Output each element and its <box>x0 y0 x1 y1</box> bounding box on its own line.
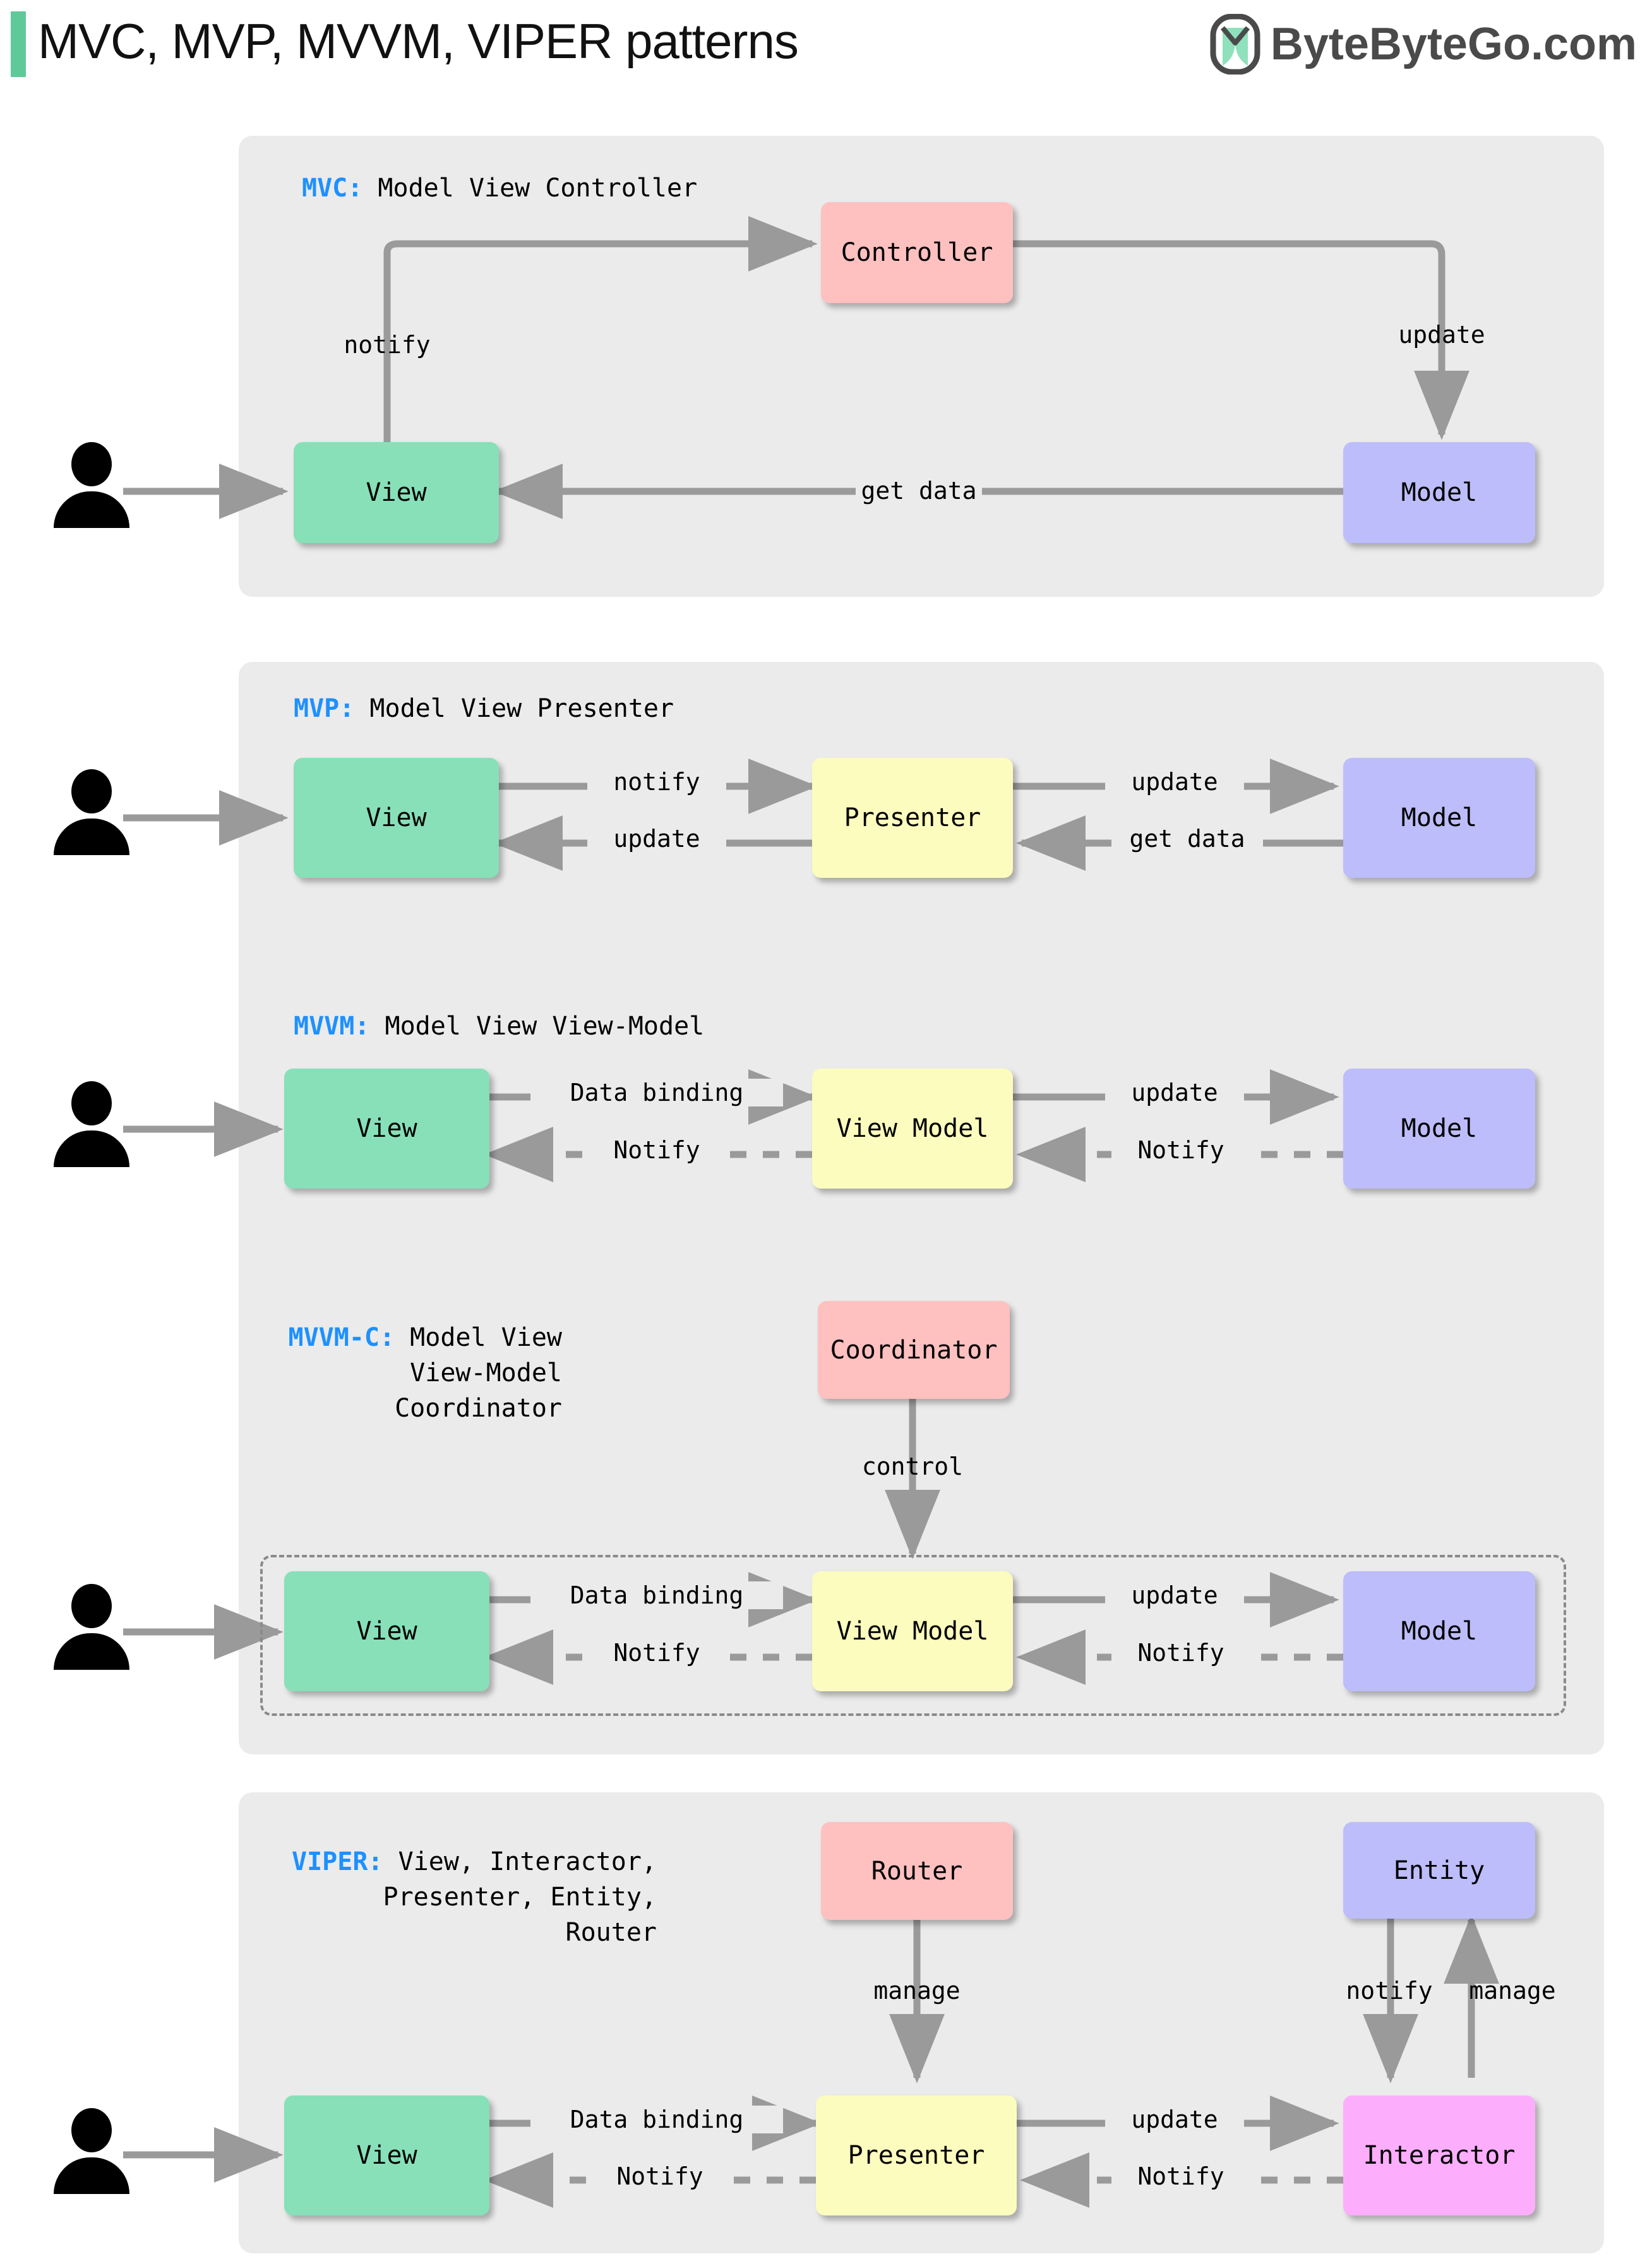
node-viper-entity[interactable]: Entity <box>1343 1822 1535 1919</box>
node-viper-router[interactable]: Router <box>821 1822 1013 1920</box>
section-title-line-3: Router <box>565 1918 657 1947</box>
person-head <box>71 442 112 486</box>
person-body <box>54 491 129 528</box>
section-title-text-mvvm: Model View View-Model <box>385 1012 705 1041</box>
page-header: MVC, MVP, MVVM, VIPER patterns ByteByteG… <box>0 0 1652 88</box>
node-viper-presenter[interactable]: Presenter <box>816 2095 1017 2215</box>
section-title-text-mvc: Model View Controller <box>378 174 698 203</box>
section-title-viper: VIPER: View, Interactor, Presenter, Entit… <box>240 1844 657 1950</box>
person-head <box>71 769 112 813</box>
person-head <box>71 1584 112 1628</box>
user-person-icon <box>54 442 129 528</box>
section-title-line-1: Model View <box>410 1323 562 1352</box>
edge-label-mvc-getdata: get data <box>856 477 982 505</box>
edge-label-mvvm-notify-model: Notify <box>1111 1136 1250 1164</box>
section-title-line-1: View, Interactor, <box>398 1847 657 1876</box>
node-mvvm-viewmodel[interactable]: View Model <box>812 1069 1013 1189</box>
section-tag-mvc: MVC: <box>302 174 363 203</box>
node-viper-interactor[interactable]: Interactor <box>1343 2095 1535 2215</box>
edge-label-viper-update: update <box>1105 2106 1244 2133</box>
edge-label-viper-notify-view: Notify <box>590 2162 729 2190</box>
bytebytego-logo-icon <box>1210 14 1260 75</box>
section-title-mvp: MVP: Model View Presenter <box>294 691 1051 726</box>
edge-label-mvc-update: update <box>1398 321 1485 349</box>
user-person-icon <box>54 2108 129 2194</box>
person-head <box>71 1081 112 1125</box>
section-tag-mvvm: MVVM: <box>294 1012 370 1041</box>
edge-label-viper-databinding: Data binding <box>530 2106 783 2133</box>
person-body <box>54 2157 129 2194</box>
edge-label-viper-notify-entity: notify <box>1346 1977 1433 2005</box>
edge-label-viper-notify-interactor: Notify <box>1111 2162 1250 2190</box>
node-mvp-view[interactable]: View <box>294 758 499 878</box>
person-head <box>71 2108 112 2152</box>
node-mvc-view[interactable]: View <box>294 442 499 543</box>
node-mvvmc-viewmodel[interactable]: View Model <box>812 1571 1013 1691</box>
node-mvc-controller[interactable]: Controller <box>821 202 1013 303</box>
edge-label-mvvm-databinding: Data binding <box>530 1079 783 1106</box>
edge-label-mvp-getdata: get data <box>1111 825 1263 853</box>
mvvmc-module-group <box>260 1555 1566 1716</box>
node-mvvm-view[interactable]: View <box>284 1069 489 1189</box>
page-title: MVC, MVP, MVVM, VIPER patterns <box>38 13 799 69</box>
edge-label-mvp-update-view: update <box>587 825 726 853</box>
edge-label-mvvmc-update: update <box>1105 1581 1244 1609</box>
edge-label-viper-manage-presenter: manage <box>873 1977 961 2005</box>
section-title-mvc: MVC: Model View Controller <box>302 171 933 206</box>
node-mvvm-model[interactable]: Model <box>1343 1069 1535 1189</box>
section-title-mvvm: MVVM: Model View View-Model <box>294 1009 1115 1044</box>
node-mvc-model[interactable]: Model <box>1343 442 1535 543</box>
person-body <box>54 1633 129 1670</box>
brand-name: ByteByteGo.com <box>1270 19 1637 69</box>
section-tag-mvp: MVP: <box>294 694 355 723</box>
edge-label-mvvm-update: update <box>1105 1079 1244 1106</box>
node-mvp-model[interactable]: Model <box>1343 758 1535 878</box>
edge-label-mvp-update-model: update <box>1105 768 1244 796</box>
edge-label-mvvmc-notify-model: Notify <box>1111 1639 1250 1667</box>
section-tag-mvvmc: MVVM-C: <box>288 1323 395 1352</box>
edge-label-mvc-notify: notify <box>344 331 431 359</box>
section-tag-viper: VIPER: <box>292 1847 383 1876</box>
edge-label-mvvm-notify-view: Notify <box>587 1136 726 1164</box>
section-title-line-2: View-Model <box>410 1358 562 1388</box>
person-body <box>54 1130 129 1167</box>
edge-label-mvvmc-notify-view: Notify <box>587 1639 726 1667</box>
edge-label-mvp-notify: notify <box>587 768 726 796</box>
node-mvvmc-view[interactable]: View <box>284 1571 489 1691</box>
user-person-icon <box>54 1584 129 1670</box>
node-mvp-presenter[interactable]: Presenter <box>812 758 1013 878</box>
section-title-text-mvp: Model View Presenter <box>369 694 674 723</box>
title-accent-bar <box>11 11 26 77</box>
node-mvvmc-coordinator[interactable]: Coordinator <box>818 1301 1010 1399</box>
section-title-line-3: Coordinator <box>395 1394 562 1423</box>
node-mvvmc-model[interactable]: Model <box>1343 1571 1535 1691</box>
person-body <box>54 818 129 855</box>
edge-label-mvvmc-control: control <box>861 1453 964 1480</box>
node-viper-view[interactable]: View <box>284 2095 489 2215</box>
user-person-icon <box>54 769 129 855</box>
user-person-icon <box>54 1081 129 1167</box>
edge-label-mvvmc-databinding: Data binding <box>530 1581 783 1609</box>
brand-logo-group: ByteByteGo.com <box>1210 14 1637 75</box>
section-title-line-2: Presenter, Entity, <box>383 1883 657 1912</box>
edge-label-viper-manage-entity: manage <box>1469 1977 1556 2005</box>
